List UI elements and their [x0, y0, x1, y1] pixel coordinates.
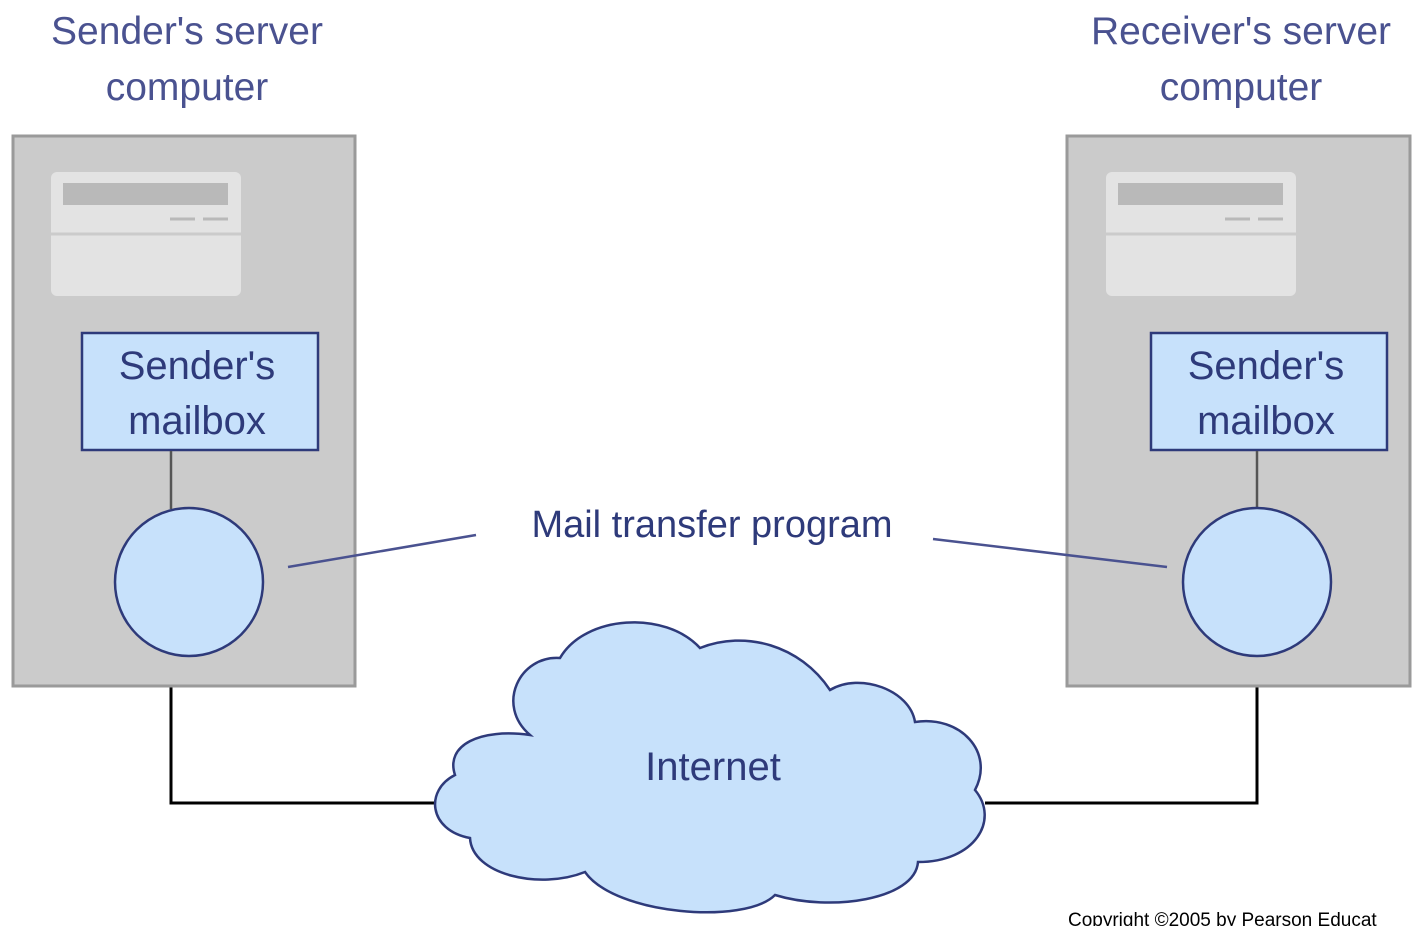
mail-transfer-leader-left [287, 533, 477, 569]
receiver-server-title-line1: Receiver's server [1091, 10, 1391, 53]
mail-transfer-program-label: Mail transfer program [531, 504, 892, 546]
server-drive-bay-icon [1106, 172, 1296, 296]
receiver-to-internet-connector [985, 655, 1259, 805]
sender-mailbox [80, 331, 320, 452]
sender-mailbox-label-line1: Sender's [119, 344, 276, 388]
sender-server-title-line2: computer [106, 66, 269, 109]
server-drive-bay-icon [51, 172, 241, 296]
sender-server: Sender's server computer Sender's mailbo… [11, 10, 357, 688]
internet-label: Internet [645, 745, 781, 789]
copyright-notice: Copyright ©2005 by Pearson Educat [1068, 910, 1377, 926]
mail-transfer-leader-right [932, 537, 1168, 569]
internet-cloud-icon [433, 621, 986, 914]
receiver-server-title-line2: computer [1160, 66, 1323, 109]
receiver-mailbox-label-line2: mailbox [1197, 399, 1335, 443]
receiver-mail-transfer-program-icon [1181, 506, 1333, 658]
sender-server-title-line1: Sender's server [51, 10, 323, 53]
sender-mail-transfer-program-icon [113, 506, 265, 658]
sender-to-internet-connector [169, 655, 440, 805]
receiver-server: Receiver's server computer Sender's mail… [1065, 10, 1412, 688]
receiver-mailbox-label-line1: Sender's [1188, 344, 1345, 388]
sender-mailbox-label-line2: mailbox [128, 399, 266, 443]
receiver-mailbox [1149, 331, 1389, 452]
